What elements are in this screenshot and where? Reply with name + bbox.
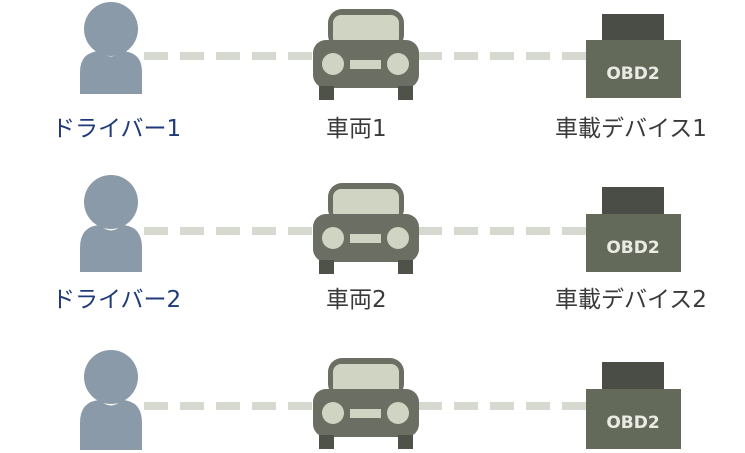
obd-device-icon: OBD2 — [586, 362, 681, 449]
driver-label: ドライバー1 — [52, 116, 182, 142]
obd-device-icon: OBD2 — [586, 14, 681, 98]
person-icon — [80, 2, 142, 94]
car-icon — [313, 9, 419, 100]
obd-device-label: OBD2 — [606, 238, 659, 258]
obd-device-label: OBD2 — [606, 64, 659, 84]
row-2: OBD2 — [80, 175, 681, 274]
obd-device-label: OBD2 — [606, 413, 659, 433]
row-3: OBD2 — [80, 350, 681, 450]
car-icon — [313, 358, 419, 449]
device-label: 車載デバイス2 — [555, 287, 707, 313]
obd-device-icon: OBD2 — [586, 187, 681, 272]
person-icon — [80, 175, 142, 272]
vehicle-label: 車両2 — [326, 287, 387, 313]
vehicle-label: 車両1 — [326, 116, 387, 142]
row-1: OBD2 — [80, 2, 681, 100]
device-label: 車載デバイス1 — [555, 116, 707, 142]
car-icon — [313, 183, 419, 274]
person-icon — [80, 350, 142, 450]
driver-label: ドライバー2 — [52, 287, 182, 313]
